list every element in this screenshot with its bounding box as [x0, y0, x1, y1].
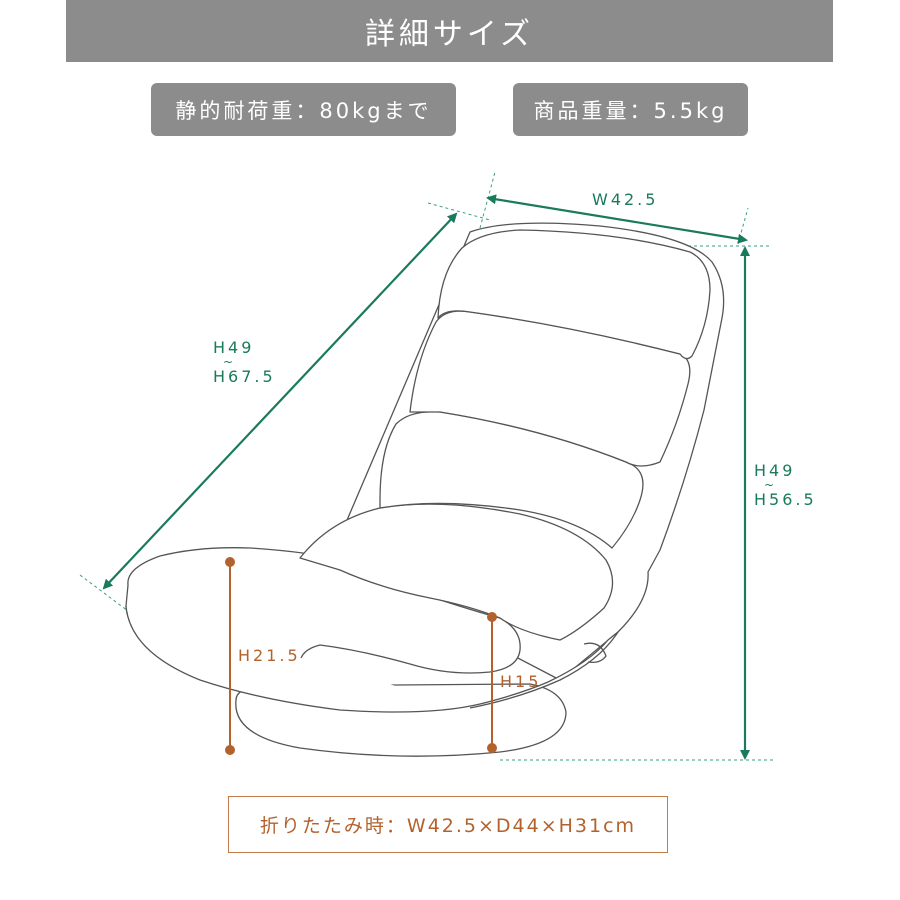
headrest-cushion: [437, 229, 711, 360]
width-label: W42.5: [592, 190, 659, 209]
overall-height-label: H49 ~ H56.5: [754, 461, 817, 509]
diagonal-height-min: H49: [213, 338, 255, 357]
overall-height-max: H56.5: [754, 490, 817, 509]
diagonal-height-max: H67.5: [213, 367, 276, 386]
page-title: 詳細サイズ: [66, 0, 833, 62]
width-arrow: [486, 194, 748, 244]
height-markers: [225, 557, 497, 755]
diagonal-height-label: H49 ~ H67.5: [213, 338, 276, 386]
overall-height-tilde: ~: [764, 478, 778, 492]
dimension-arrows: [102, 194, 750, 760]
diagonal-height-arrow: [102, 212, 458, 590]
chair-outline: [125, 222, 725, 757]
base-height-label: H15: [500, 672, 542, 691]
seat-height-label: H21.5: [238, 646, 301, 665]
folded-dimensions: 折りたたみ時：W42.5×D44×H31cm: [228, 796, 668, 853]
side-lever: [583, 642, 607, 664]
overall-height-min: H49: [754, 461, 796, 480]
load-capacity-badge: 静的耐荷重：80kgまで: [151, 83, 456, 136]
diagonal-height-tilde: ~: [223, 355, 237, 369]
product-weight-badge: 商品重量：5.5kg: [513, 83, 748, 136]
